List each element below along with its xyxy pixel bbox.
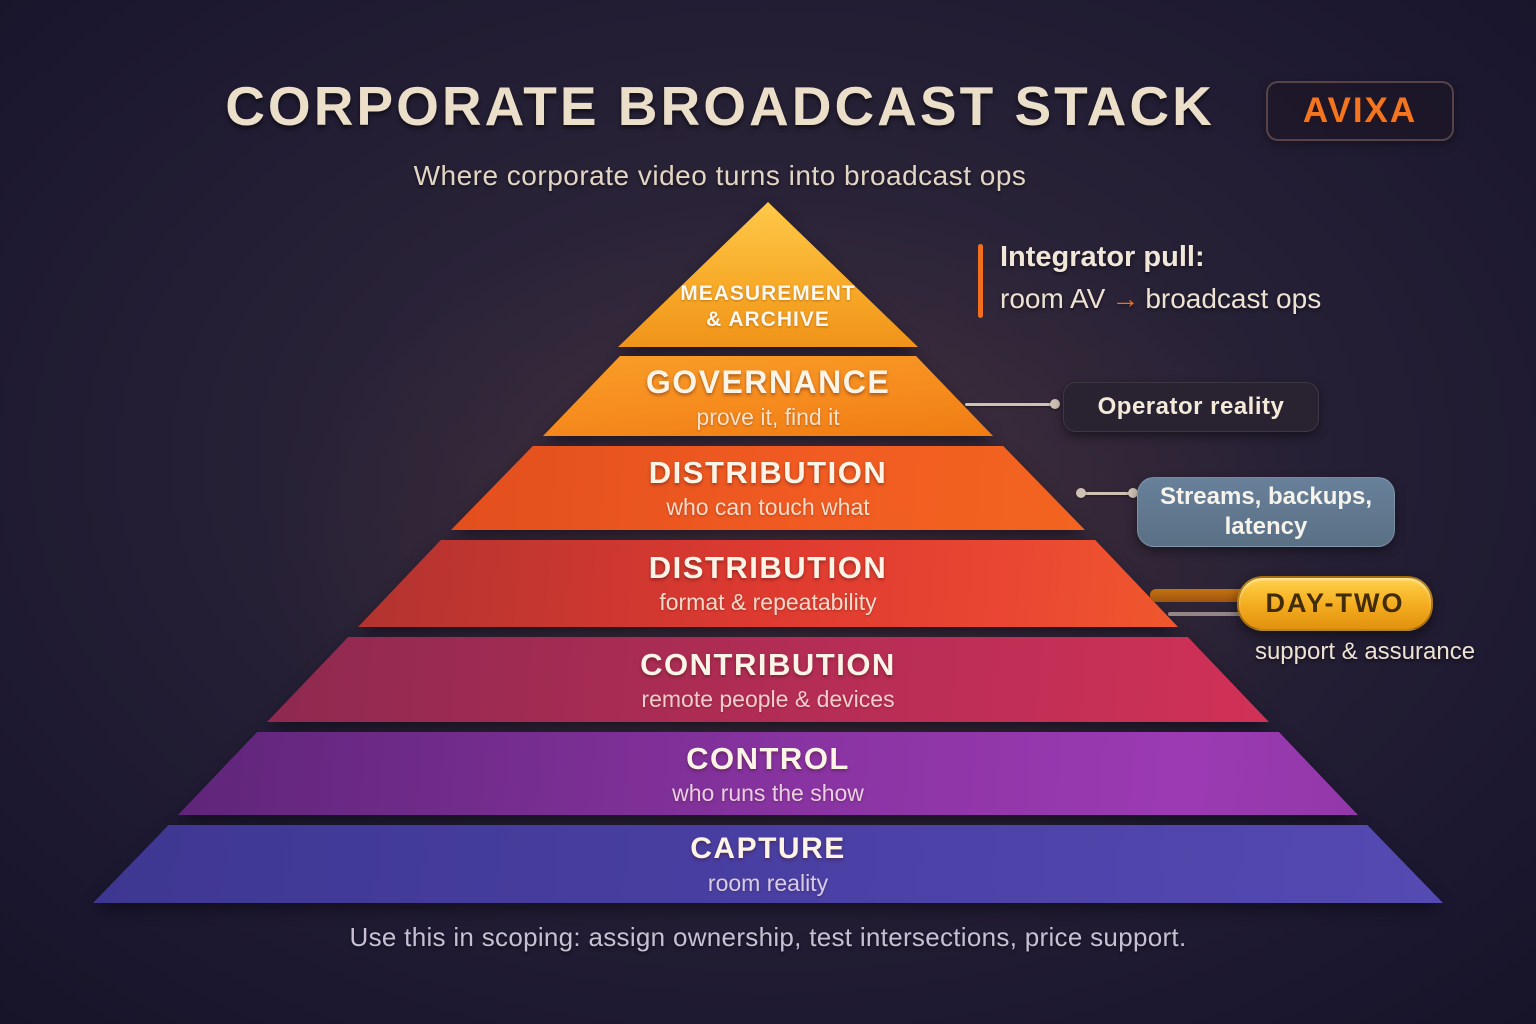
streams-connector-dot-left	[1076, 488, 1086, 498]
integrator-note-line: room AV→broadcast ops	[1000, 283, 1321, 315]
day-two-connector-bar	[1150, 589, 1260, 602]
layer-title: DISTRIBUTION	[648, 455, 888, 490]
pyramid-layer-control: CONTROL who runs the show	[178, 732, 1358, 815]
layer-title: CONTROL	[686, 741, 850, 776]
layer-subtitle: who runs the show	[672, 780, 864, 806]
pyramid-layer-governance: GOVERNANCE prove it, find it	[543, 356, 993, 436]
layer-title: CAPTURE	[690, 832, 846, 865]
operator-connector-dot	[1050, 399, 1060, 409]
streams-label: Streams, backups, latency	[1159, 483, 1373, 540]
page-title: CORPORATE BROADCAST STACK	[225, 75, 1215, 137]
operator-reality-label: Operator reality	[1097, 393, 1285, 420]
note-from: room AV	[1000, 283, 1106, 314]
pyramid-layer-contribution: CONTRIBUTION remote people & devices	[267, 637, 1269, 722]
streams-connector-line	[1082, 492, 1134, 495]
day-two-subtext: support & assurance	[1254, 638, 1476, 665]
layer-title: DISTRIBUTION	[648, 550, 888, 585]
layer-subtitle: room reality	[707, 870, 829, 896]
pyramid-layer-capture: CAPTURE room reality	[93, 825, 1443, 903]
integrator-note-heading: Integrator pull:	[1000, 241, 1205, 273]
day-two-badge: DAY-TWO	[1237, 576, 1433, 631]
header: CORPORATE BROADCAST STACK Where corporat…	[0, 74, 1440, 192]
operator-connector-line	[965, 403, 1057, 406]
layer-subtitle: who can touch what	[666, 494, 870, 520]
arrow-right-icon: →	[1111, 283, 1140, 314]
note-to: broadcast ops	[1145, 283, 1322, 314]
page-subtitle: Where corporate video turns into broadca…	[413, 160, 1027, 191]
layer-title: CONTRIBUTION	[640, 647, 896, 682]
day-two-connector-line	[1168, 612, 1254, 616]
pyramid-layer-measurement-archive: MEASUREMENT & ARCHIVE	[618, 202, 918, 347]
layer-title-line2: & ARCHIVE	[706, 307, 830, 331]
layer-title-line1: MEASUREMENT	[680, 281, 856, 305]
layer-subtitle: prove it, find it	[696, 404, 840, 430]
avixa-logo: AVIXA	[1266, 81, 1454, 141]
footer-caption: Use this in scoping: assign ownership, t…	[349, 922, 1187, 952]
streams-badge: Streams, backups, latency	[1137, 477, 1395, 547]
avixa-logo-text: AVIXA	[1302, 91, 1418, 130]
layer-subtitle: remote people & devices	[641, 686, 895, 712]
pyramid-layer-distribution-format: DISTRIBUTION format & repeatability	[358, 540, 1178, 627]
layer-subtitle: format & repeatability	[659, 589, 877, 615]
streams-connector-dot-right	[1128, 488, 1138, 498]
accent-bar	[978, 244, 983, 318]
operator-reality-badge: Operator reality	[1063, 382, 1319, 432]
pyramid-layer-distribution-access: DISTRIBUTION who can touch what	[451, 446, 1085, 530]
day-two-label: DAY-TWO	[1265, 588, 1405, 618]
layer-title: GOVERNANCE	[645, 364, 891, 400]
